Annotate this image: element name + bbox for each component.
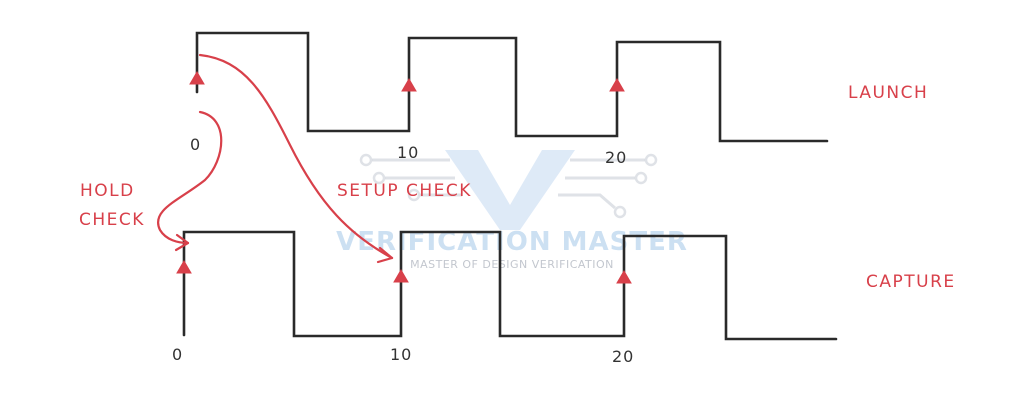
hold-check-arrow (157, 110, 223, 245)
watermark-title: VERIFICATION MASTER (336, 227, 688, 257)
arrow-head-icon (174, 233, 190, 252)
capture-label: CAPTURE (866, 272, 956, 292)
launch-tick-label: 10 (397, 143, 419, 162)
rising-edge-marker-icon (176, 260, 192, 274)
setup-check-arrow (198, 53, 394, 260)
launch-clock-waveform (195, 31, 829, 143)
rising-edge-marker-icon (189, 71, 205, 85)
hold-check-label-line2: CHECK (79, 210, 145, 230)
launch-tick-label: 20 (605, 148, 627, 167)
hold-check-label-line1: HOLD (80, 181, 135, 201)
rising-edge-marker-icon (609, 78, 625, 92)
arrow-head-icon (376, 246, 394, 264)
capture-tick-label: 0 (172, 345, 183, 364)
rising-edge-marker-icon (401, 78, 417, 92)
capture-tick-label: 10 (390, 345, 412, 364)
watermark-subtitle: MASTER OF DESIGN VERIFICATION (410, 258, 614, 271)
rising-edge-marker-icon (616, 270, 632, 284)
watermark-logo-icon (359, 150, 658, 230)
launch-label: LAUNCH (848, 83, 928, 103)
launch-tick-label: 0 (190, 135, 201, 154)
setup-check-label: SETUP CHECK (337, 181, 472, 201)
rising-edge-marker-icon (393, 269, 409, 283)
capture-clock-waveform (182, 230, 838, 341)
capture-tick-label: 20 (612, 347, 634, 366)
